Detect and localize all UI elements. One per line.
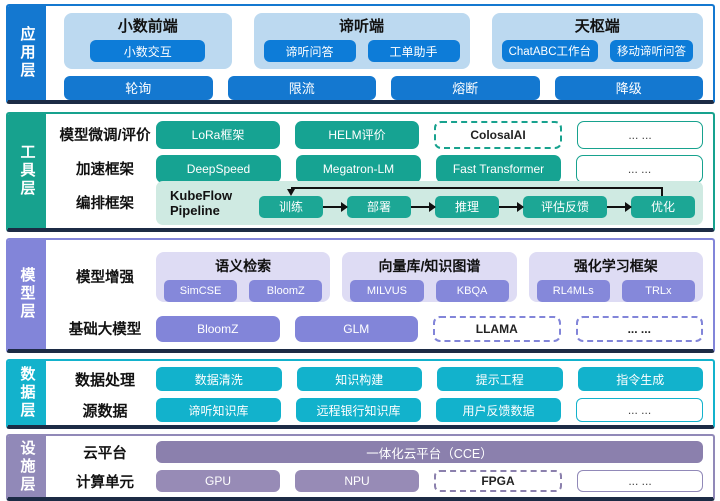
gateway-buttons-row: 轮询 限流 熔断 降级 [64, 75, 703, 100]
gateway-button-downgrade: 降级 [554, 75, 703, 100]
group-title: 天枢端 [574, 18, 620, 35]
group-tianshu-client: 天枢端 ChatABC工作台 移动谛听问答 [491, 13, 703, 69]
row-label: 模型微调/评价 [59, 128, 151, 145]
tool-box: ColosalAI [434, 120, 562, 149]
tool-box: Fast Transformer [436, 154, 561, 183]
app-button: ChatABC工作台 [501, 40, 598, 62]
model-chip: KBQA [435, 279, 509, 302]
model-chip: TRLx [621, 279, 695, 302]
app-button: 小数交互 [90, 40, 206, 62]
data-box-more: ... ... [576, 398, 703, 423]
pipeline-label: KubeFlow Pipeline [170, 187, 233, 218]
app-button: 谛听问答 [263, 40, 356, 62]
model-layer-sidebar: 模型层 [8, 239, 46, 350]
finetune-eval-row: 模型微调/评价 LoRa框架 HELM评价 ColosalAI ... ... [54, 120, 713, 149]
base-model-row: 基础大模型 BloomZ GLM LLAMA ... ... [54, 315, 713, 342]
tool-box: HELM评价 [295, 120, 419, 149]
source-data-row: 源数据 谛听知识库 远程银行知识库 用户反馈数据 ... ... [54, 398, 713, 423]
group-vector-kg: 向量库/知识图谱 MILVUS KBQA [342, 251, 517, 302]
row-label: 云平台 [83, 445, 127, 462]
row-label: 基础大模型 [68, 322, 142, 339]
compute-unit-row: 计算单元 GPU NPU FPGA ... ... [54, 470, 713, 493]
compute-box-gpu: GPU [156, 470, 280, 493]
data-box: 谛听知识库 [156, 398, 281, 423]
group-title: 谛听端 [339, 18, 385, 35]
model-chip: BloomZ [249, 279, 323, 302]
arrow-right-icon [607, 201, 632, 212]
arrow-right-icon [411, 201, 436, 212]
application-layer-label: 应用层 [18, 25, 36, 80]
pipeline-step-eval-feedback: 评估反馈 [523, 195, 607, 218]
data-box: 远程银行知识库 [296, 398, 421, 423]
data-processing-row: 数据处理 数据清洗 知识构建 提示工程 指令生成 [54, 367, 713, 392]
row-label: 计算单元 [76, 474, 134, 491]
kubeflow-pipeline: KubeFlow Pipeline 训练 部署 推理 评估反馈 优化 [156, 180, 703, 225]
data-layer-label: 数据层 [18, 366, 36, 421]
tool-box: DeepSpeed [156, 154, 281, 183]
infra-layer-sidebar: 设施层 [8, 436, 46, 497]
model-layer-label: 模型层 [18, 267, 36, 322]
arrow-right-icon [323, 201, 348, 212]
data-box: 提示工程 [437, 367, 563, 392]
base-model-box: BloomZ [156, 315, 280, 342]
base-model-box: GLM [294, 315, 418, 342]
tool-box: Megatron-LM [296, 154, 421, 183]
data-box: 用户反馈数据 [436, 398, 561, 423]
tool-layer-sidebar: 工具层 [8, 113, 46, 228]
tool-box: LoRa框架 [156, 120, 280, 149]
group-xiaoshu-frontend: 小数前端 小数交互 [64, 13, 232, 69]
model-chip: RL4MLs [536, 279, 610, 302]
compute-box-npu: NPU [295, 470, 419, 493]
gateway-button-circuit-break: 熔断 [391, 75, 540, 100]
gateway-button-rate-limit: 限流 [227, 75, 376, 100]
data-box: 指令生成 [577, 367, 703, 392]
data-layer-sidebar: 数据层 [8, 361, 46, 426]
tool-layer-panel: 工具层 模型微调/评价 LoRa框架 HELM评价 ColosalAI ... … [6, 111, 715, 232]
pipeline-step-deploy: 部署 [347, 195, 411, 218]
infra-layer-label: 设施层 [18, 439, 36, 494]
tool-box-more: ... ... [576, 154, 703, 183]
base-model-box-more: ... ... [575, 315, 703, 342]
group-title: 语义检索 [215, 257, 272, 274]
orchestration-row: 编排框架 KubeFlow Pipeline 训练 部署 推理 [54, 180, 713, 225]
app-button: 移动谛听问答 [610, 40, 693, 62]
application-layer-sidebar: 应用层 [8, 6, 46, 100]
frontend-groups: 小数前端 小数交互 谛听端 谛听问答 工单助手 天枢端 ChatABC工作台 [64, 13, 703, 69]
compute-box-more: ... ... [577, 470, 703, 493]
group-diting-client: 谛听端 谛听问答 工单助手 [253, 13, 470, 69]
row-label: 加速框架 [76, 162, 134, 179]
feedback-loop-arrow [287, 186, 663, 196]
acceleration-row: 加速框架 DeepSpeed Megatron-LM Fast Transfor… [54, 154, 713, 183]
row-label: 源数据 [82, 402, 128, 420]
row-label: 数据处理 [74, 371, 135, 389]
pipeline-step-optimize: 优化 [631, 195, 695, 218]
row-label: 模型增强 [76, 270, 134, 287]
data-box: 数据清洗 [156, 367, 282, 392]
compute-box-fpga: FPGA [434, 470, 562, 493]
group-title: 强化学习框架 [573, 257, 658, 274]
tool-box-more: ... ... [577, 120, 703, 149]
data-layer-panel: 数据层 数据处理 数据清洗 知识构建 提示工程 指令生成 源数据 谛听知识库 远… [6, 359, 715, 430]
group-rl-framework: 强化学习框架 RL4MLs TRLx [528, 251, 703, 302]
group-semantic-search: 语义检索 SimCSE BloomZ [156, 251, 331, 302]
app-button: 工单助手 [367, 40, 460, 62]
model-chip: SimCSE [164, 279, 238, 302]
pipeline-step-inference: 推理 [435, 195, 499, 218]
model-enhance-row: 模型增强 语义检索 SimCSE BloomZ 向量库/知识图谱 MILVUS [54, 246, 713, 308]
infra-layer-panel: 设施层 云平台 一体化云平台（CCE） 计算单元 GPU NPU FPGA ..… [6, 434, 715, 501]
data-box: 知识构建 [296, 367, 422, 392]
application-layer-panel: 应用层 小数前端 小数交互 谛听端 谛听问答 工单助手 [6, 4, 715, 104]
base-model-box: LLAMA [433, 315, 561, 342]
pipeline-step-train: 训练 [259, 195, 323, 218]
row-label: 编排框架 [76, 196, 134, 213]
gateway-button-polling: 轮询 [64, 75, 213, 100]
cloud-platform-bar: 一体化云平台（CCE） [156, 441, 703, 464]
cloud-platform-row: 云平台 一体化云平台（CCE） [54, 441, 713, 464]
arrow-right-icon [499, 201, 524, 212]
model-layer-panel: 模型层 模型增强 语义检索 SimCSE BloomZ 向量库/知识图谱 [6, 237, 715, 354]
model-chip: MILVUS [350, 279, 424, 302]
group-title: 向量库/知识图谱 [378, 257, 481, 274]
group-title: 小数前端 [117, 18, 178, 35]
tool-layer-label: 工具层 [18, 143, 36, 198]
